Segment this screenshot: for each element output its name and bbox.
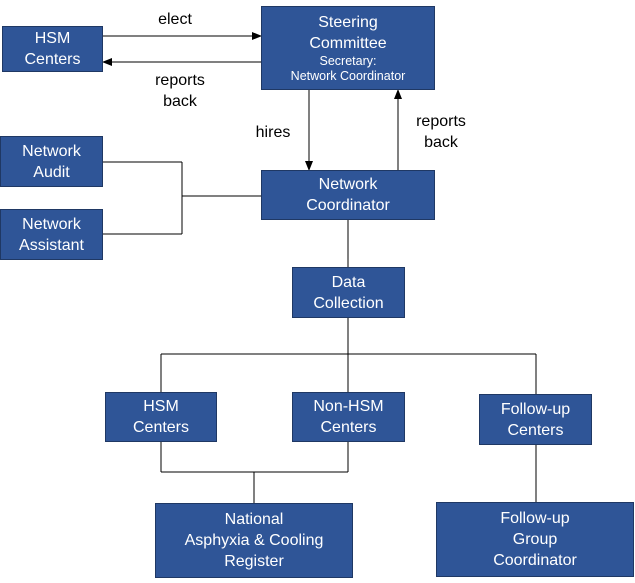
hsm-centers-bottom-line2: Centers	[132, 419, 190, 436]
steering-committee-line2: Committee	[309, 35, 387, 52]
reports-back-label-right: reports back	[405, 111, 477, 153]
hsm-centers-top-line1: HSM	[34, 30, 71, 47]
data-collection-line1: Data	[331, 273, 366, 291]
network-coordinator-line1: Network	[318, 176, 378, 193]
steering-committee-line3: Secretary:	[319, 54, 377, 68]
non-hsm-centers-box: Non-HSM Centers	[292, 392, 405, 442]
data-collection-line2: Collection	[313, 294, 384, 312]
hsm-centers-top-box: HSM Centers	[2, 26, 103, 72]
national-register-box: National Asphyxia & Cooling Register	[155, 503, 353, 578]
follow-up-group-coordinator-line1: Follow-up	[500, 510, 570, 527]
follow-up-group-coordinator-box: Follow-up Group Coordinator	[436, 502, 634, 577]
national-register-line2: Asphyxia & Cooling	[184, 532, 324, 549]
non-hsm-centers-line1: Non-HSM	[313, 398, 384, 415]
steering-committee-line4: Network Coordinator	[290, 69, 406, 83]
network-audit-line1: Network	[22, 142, 81, 160]
reports-back-right-line1: reports	[416, 113, 466, 130]
national-register-line1: National	[224, 511, 284, 528]
network-assistant-line2: Assistant	[19, 236, 84, 254]
reports-back-label-top: reports back	[145, 70, 215, 112]
data-collection-box: Data Collection	[292, 267, 405, 318]
reports-back-top-line1: reports	[155, 72, 205, 89]
hires-label: hires	[255, 124, 291, 141]
hsm-centers-top-line2: Centers	[24, 51, 81, 68]
follow-up-centers-line2: Centers	[507, 421, 564, 439]
network-assistant-line1: Network	[22, 215, 81, 233]
steering-committee-box: Steering Committee Secretary: Network Co…	[261, 6, 435, 90]
follow-up-centers-box: Follow-up Centers	[479, 394, 592, 445]
reports-back-right-line2: back	[424, 134, 458, 151]
follow-up-group-coordinator-line2: Group	[512, 531, 558, 548]
network-coordinator-line2: Coordinator	[306, 197, 390, 214]
national-register-line3: Register	[224, 553, 284, 570]
steering-committee-line1: Steering	[318, 14, 378, 31]
follow-up-group-coordinator-line3: Coordinator	[493, 552, 577, 569]
elect-label: elect	[158, 11, 192, 28]
network-coordinator-box: Network Coordinator	[261, 170, 435, 220]
reports-back-top-line2: back	[163, 93, 197, 110]
network-audit-box: Network Audit	[0, 136, 103, 187]
hsm-centers-bottom-box: HSM Centers	[105, 392, 217, 442]
non-hsm-centers-line2: Centers	[320, 419, 377, 436]
network-assistant-box: Network Assistant	[0, 209, 103, 260]
follow-up-centers-line1: Follow-up	[500, 400, 571, 418]
network-audit-line2: Audit	[33, 163, 70, 181]
hsm-centers-bottom-line1: HSM	[143, 398, 179, 415]
